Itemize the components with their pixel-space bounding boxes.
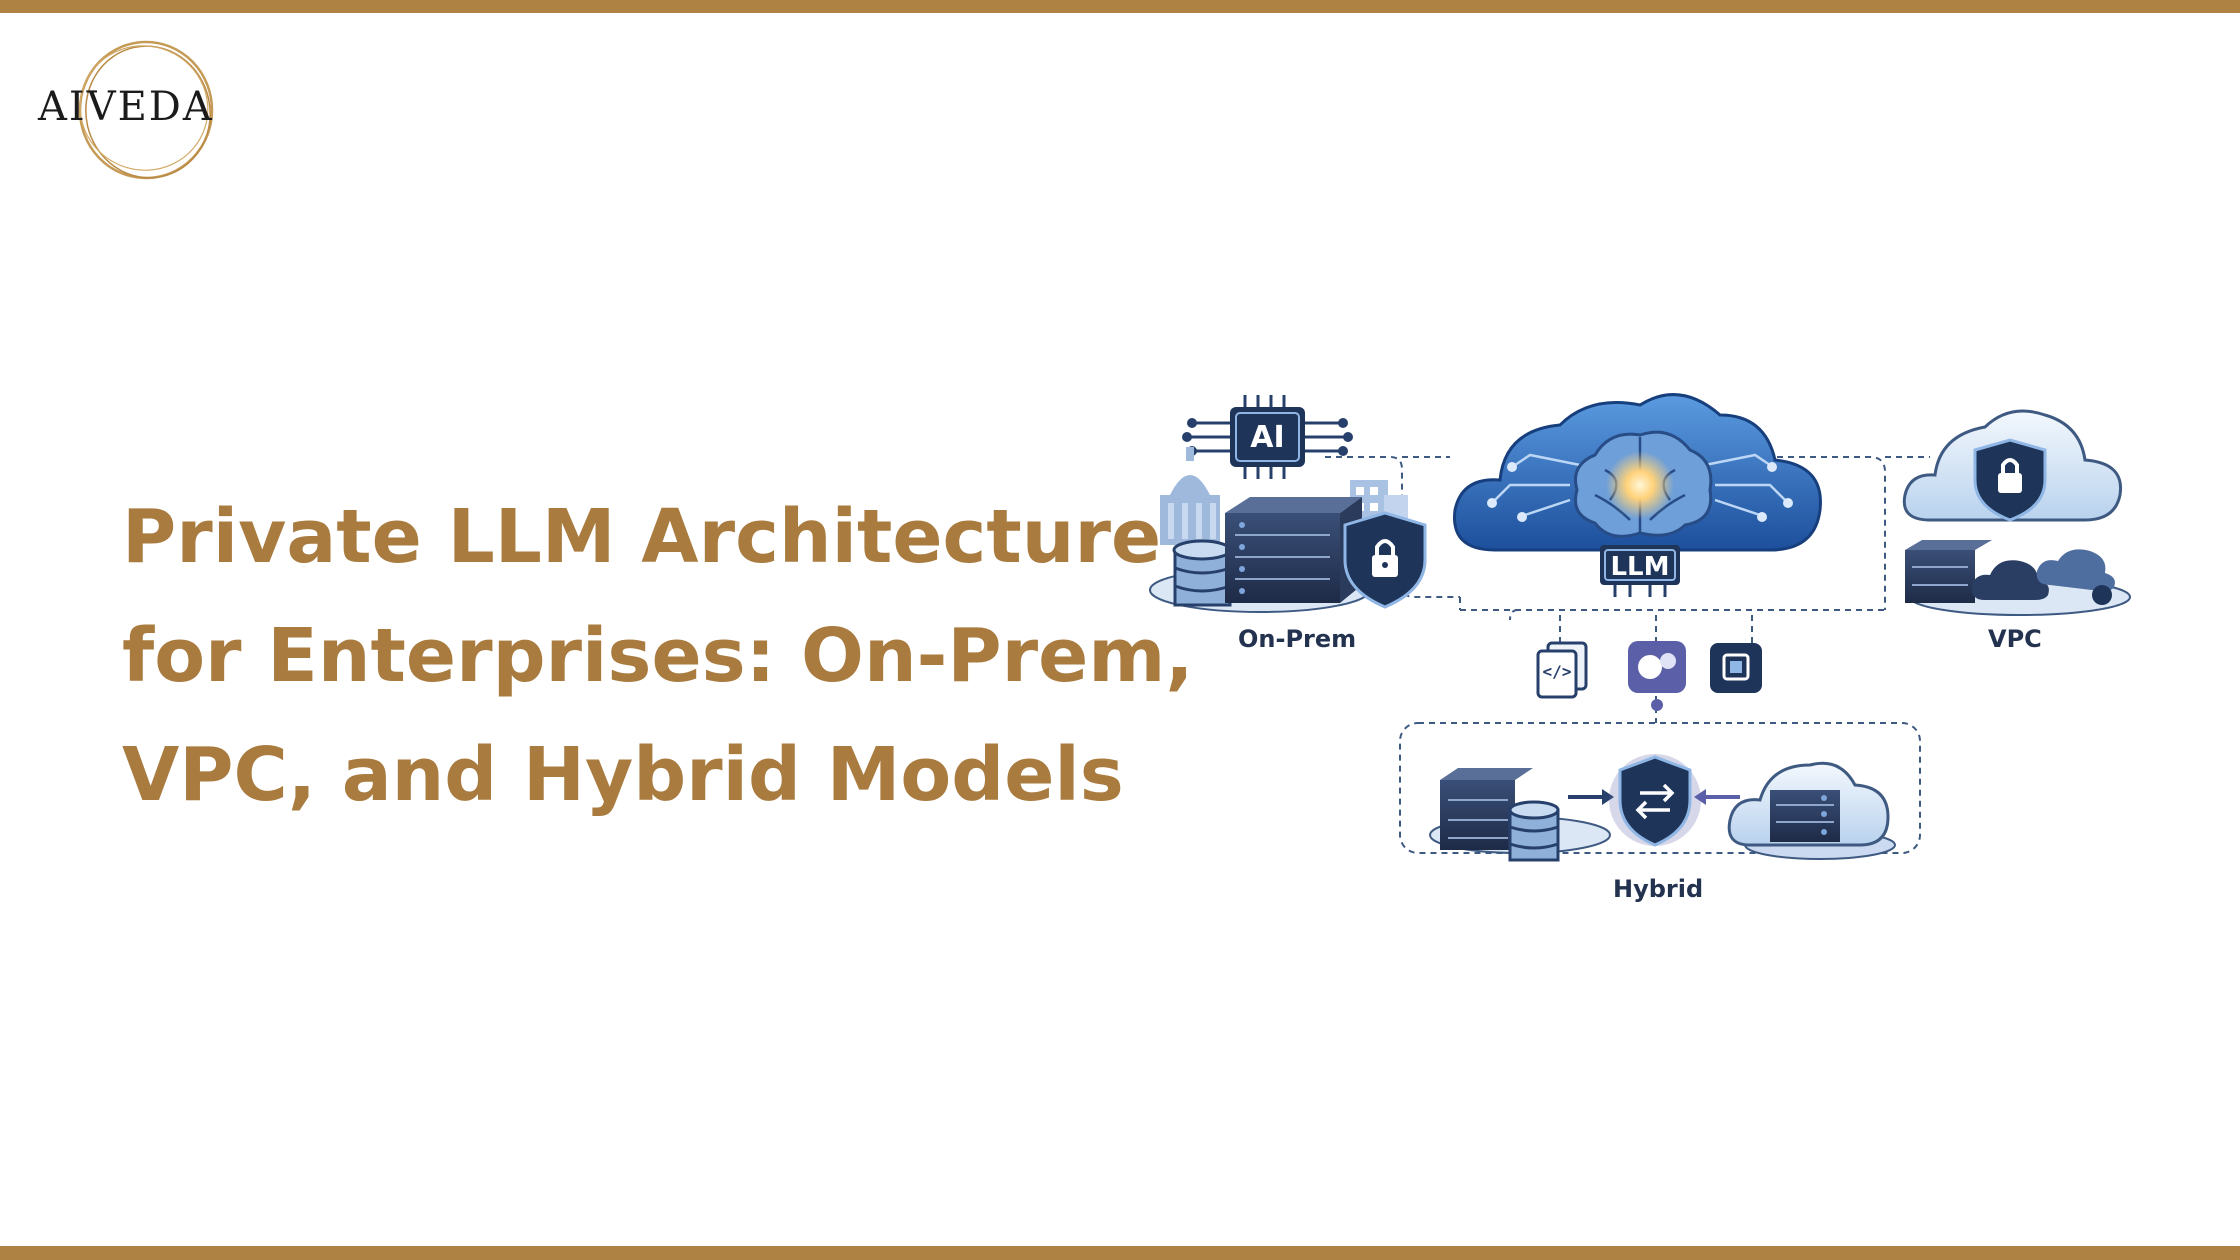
- server-icon: [1225, 497, 1362, 603]
- architecture-illustration: AI: [1140, 385, 2160, 925]
- architecture-graphic: AI: [1149, 393, 2131, 862]
- page-title: Private LLM Architecture for Enterprises…: [122, 478, 1194, 835]
- security-shield-icon: [1343, 511, 1427, 609]
- vpc-label: VPC: [1988, 625, 2042, 653]
- logo-rings: [78, 40, 214, 180]
- code-document-icon: </>: [1536, 641, 1588, 699]
- on-prem-label: On-Prem: [1238, 625, 1357, 653]
- aiveda-logo: AIVEDA: [30, 36, 230, 186]
- logo-wordmark: AIVEDA: [38, 84, 214, 130]
- hybrid-label: Hybrid: [1613, 875, 1704, 903]
- llm-cloud-icon: LLM: [1453, 393, 1822, 597]
- bottom-accent-bar: [0, 1246, 2240, 1260]
- processor-icon: [1710, 643, 1762, 693]
- ai-chip-text: AI: [1250, 420, 1284, 455]
- title-line-2: for Enterprises: On-Prem,: [122, 613, 1194, 699]
- database-icon: [1172, 539, 1232, 607]
- chat-agent-icon: [1628, 641, 1686, 711]
- title-line-1: Private LLM Architecture: [122, 494, 1162, 580]
- top-accent-bar: [0, 0, 2240, 13]
- hybrid-group: [1429, 754, 1896, 862]
- on-prem-group: [1149, 447, 1427, 613]
- building-icon: [1160, 447, 1220, 545]
- title-line-3: VPC, and Hybrid Models: [122, 732, 1124, 818]
- llm-chip-text: LLM: [1610, 552, 1669, 582]
- vpc-group: [1902, 409, 2131, 616]
- ai-chip-icon: AI: [1182, 395, 1353, 479]
- svg-text:</>: </>: [1543, 662, 1572, 681]
